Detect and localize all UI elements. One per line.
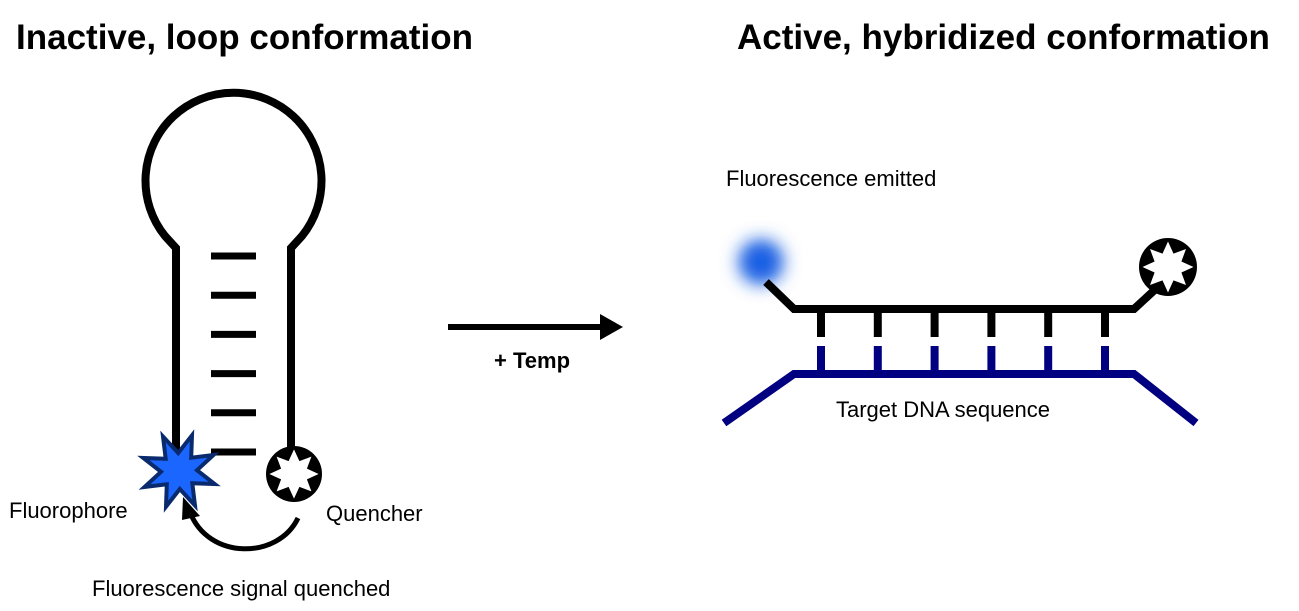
quencher-star <box>269 449 319 499</box>
target-base-pairs <box>817 346 1109 374</box>
active-conformation-title: Active, hybridized conformation <box>737 18 1270 57</box>
fluorophore-icon <box>137 429 221 513</box>
stem-base-pairs <box>211 252 256 456</box>
probe-backbone <box>763 279 1163 313</box>
quencher-icon-active <box>1139 238 1197 296</box>
target-strand <box>721 346 1199 427</box>
fluorophore-star <box>137 429 221 513</box>
target-dna-label: Target DNA sequence <box>836 397 1051 422</box>
hairpin-loop-strand <box>141 88 326 450</box>
inactive-conformation-title: Inactive, loop conformation <box>16 18 473 57</box>
quencher-label: Quencher <box>326 501 423 526</box>
transition-arrow-head <box>600 314 623 340</box>
quencher-icon <box>266 446 322 502</box>
quench-arrow <box>182 497 301 552</box>
probe-base-pairs <box>817 309 1109 337</box>
quenched-caption: Fluorescence signal quenched <box>92 576 391 601</box>
fluorescence-glow <box>739 240 783 284</box>
quench-arrow-curve <box>187 511 301 552</box>
quench-arrow-head <box>182 497 200 520</box>
target-backbone <box>721 370 1199 427</box>
quencher-star <box>1142 241 1194 293</box>
probe-strand-hybridized <box>763 279 1163 337</box>
temp-label: + Temp <box>494 348 571 373</box>
fluorophore-label: Fluorophore <box>9 498 128 523</box>
emitted-caption: Fluorescence emitted <box>726 166 937 191</box>
hairpin-probe <box>141 88 326 456</box>
transition-arrow <box>448 314 623 340</box>
